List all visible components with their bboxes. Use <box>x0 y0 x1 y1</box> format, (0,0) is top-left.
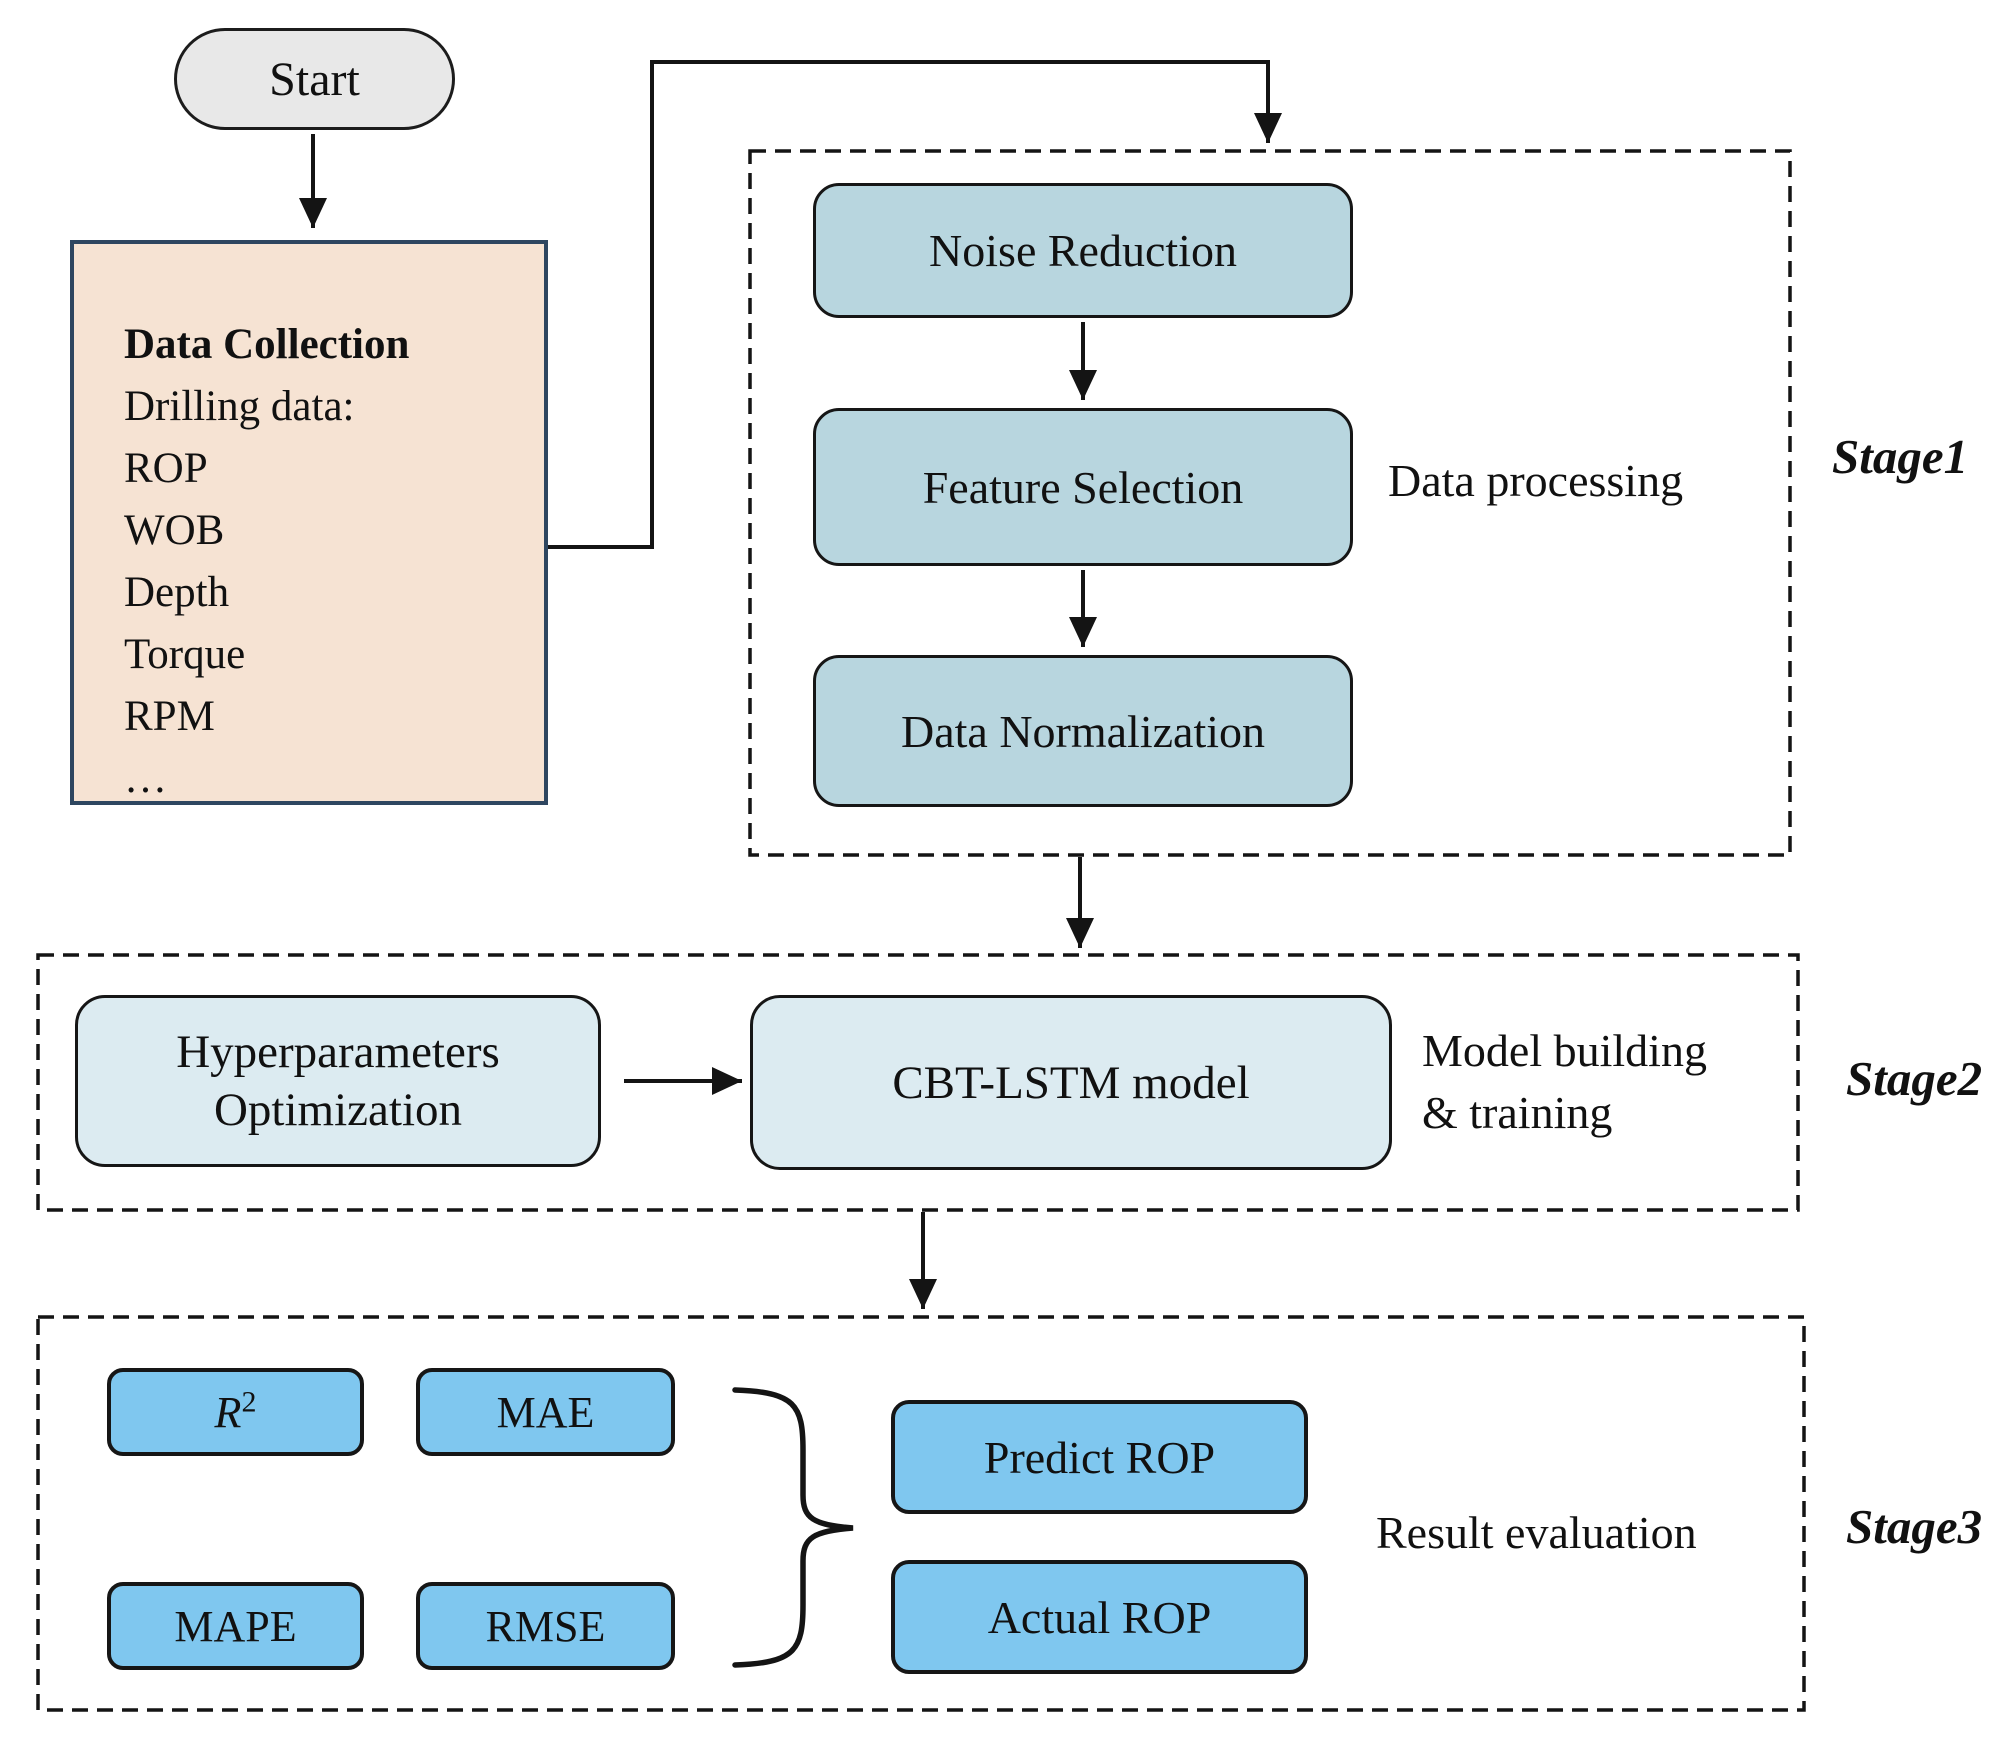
stage3-side-label: Result evaluation <box>1376 1507 1697 1558</box>
metrics-brace <box>732 1387 854 1668</box>
feature-selection-node: Feature Selection <box>813 408 1353 566</box>
r2-metric-label: R2 <box>214 1384 257 1438</box>
data-collection-node: Data Collection Drilling data: ROP WOB D… <box>70 240 548 805</box>
stage1-side-label: Data processing <box>1388 455 1684 506</box>
data-normalization-node: Data Normalization <box>813 655 1353 807</box>
data-collection-item: RPM <box>124 693 215 740</box>
cbt-lstm-model-node: CBT-LSTM model <box>750 995 1392 1170</box>
stage1-label: Stage1 <box>1832 429 1969 484</box>
r2-superscript: 2 <box>241 1384 257 1418</box>
noise-reduction-node: Noise Reduction <box>813 183 1353 318</box>
predict-rop-label: Predict ROP <box>983 1431 1216 1483</box>
arrow-data-collection-to-stage1 <box>548 60 1282 549</box>
actual-rop-label: Actual ROP <box>987 1591 1212 1643</box>
r2-metric-node: R2 <box>107 1368 364 1456</box>
stage2-side-label-line1: Model building <box>1422 1025 1707 1076</box>
predict-rop-node: Predict ROP <box>891 1400 1308 1514</box>
stage2-boundary <box>36 953 1800 1212</box>
stage3-boundary <box>36 1315 1806 1712</box>
feature-selection-label: Feature Selection <box>922 461 1244 513</box>
hyperparameters-label-line1: Hyperparameters <box>176 1026 500 1078</box>
hyperparameters-optimization-node: Hyperparameters Optimization <box>75 995 601 1167</box>
data-collection-item: ROP <box>124 445 208 492</box>
noise-reduction-label: Noise Reduction <box>929 225 1237 276</box>
stage3-label: Stage3 <box>1846 1499 1983 1554</box>
rmse-metric-label: RMSE <box>485 1601 606 1651</box>
start-node: Start <box>174 28 455 130</box>
start-label: Start <box>269 52 360 106</box>
mape-metric-label: MAPE <box>174 1601 297 1651</box>
data-collection-item: WOB <box>124 507 225 554</box>
stage2-side-label: Model building & training <box>1422 1020 1707 1144</box>
data-collection-item: Drilling data: <box>124 383 355 430</box>
mae-metric-label: MAE <box>496 1387 595 1437</box>
mae-metric-node: MAE <box>416 1368 675 1456</box>
data-collection-title: Data Collection <box>124 321 410 368</box>
stage1-boundary <box>748 149 1792 857</box>
data-collection-item: … <box>124 755 167 802</box>
hyperparameters-label-line2: Optimization <box>213 1084 462 1136</box>
r2-base: R <box>214 1387 242 1437</box>
rmse-metric-node: RMSE <box>416 1582 675 1670</box>
stage2-side-label-line2: & training <box>1422 1087 1613 1138</box>
mape-metric-node: MAPE <box>107 1582 364 1670</box>
actual-rop-node: Actual ROP <box>891 1560 1308 1674</box>
data-collection-item: Depth <box>124 569 230 616</box>
data-normalization-label: Data Normalization <box>900 705 1266 757</box>
stage2-label: Stage2 <box>1846 1051 1983 1106</box>
data-collection-item: Torque <box>124 631 246 678</box>
cbt-lstm-model-label: CBT-LSTM model <box>892 1056 1250 1109</box>
